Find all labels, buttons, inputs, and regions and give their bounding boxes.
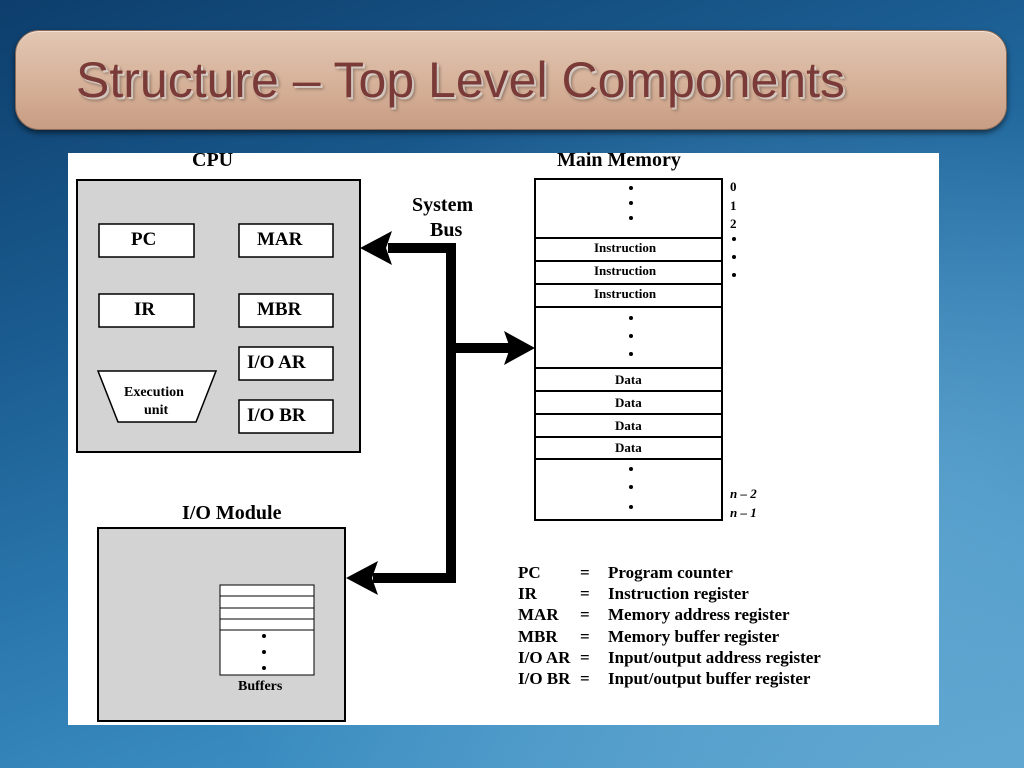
legend-abbr: I/O AR (518, 648, 571, 667)
io-ar-register-box (238, 346, 334, 381)
io-module-title: I/O Module (182, 502, 282, 524)
legend-abbr: MBR (518, 627, 558, 646)
system-bus-line (446, 243, 456, 583)
io-br-label: I/O BR (247, 405, 306, 426)
address-n-minus-1: n – 1 (730, 505, 757, 520)
instruction-cell-2: Instruction (594, 263, 657, 278)
execution-unit-label-line2: unit (144, 403, 169, 418)
legend-abbr: I/O BR (518, 669, 571, 688)
title-banner: Structure – Top Level Components (15, 30, 1007, 130)
io-ar-label: I/O AR (247, 352, 306, 373)
legend-description: Input/output address register (608, 648, 821, 667)
legend-abbr: PC (518, 563, 541, 582)
legend-description: Memory buffer register (608, 627, 780, 646)
address-1: 1 (730, 198, 737, 213)
mbr-register-box (238, 293, 334, 328)
pc-register-box (98, 223, 195, 258)
legend-equals: = (580, 669, 590, 688)
slide-title: Structure – Top Level Components (76, 52, 845, 108)
diagram-shapes (76, 178, 723, 722)
address-0: 0 (730, 179, 737, 194)
legend-equals: = (580, 605, 590, 624)
ir-register-box (98, 293, 195, 328)
ir-label: IR (134, 299, 156, 320)
execution-unit-shape (96, 370, 218, 423)
legend-abbr: MAR (518, 605, 559, 624)
memory-dots-bottom (629, 467, 633, 471)
system-bus-label-line1: System (412, 194, 474, 216)
legend-equals: = (580, 648, 590, 667)
mbr-label: MBR (257, 299, 302, 320)
bus-arrow-cpu (360, 231, 392, 265)
main-memory-box (534, 178, 723, 521)
legend-description: Program counter (608, 563, 733, 582)
legend-equals: = (580, 563, 590, 582)
data-cell-4: Data (615, 440, 642, 455)
mar-register-box (238, 223, 334, 258)
buffer-dots (262, 634, 266, 638)
address-2: 2 (730, 216, 737, 231)
legend-description: Memory address register (608, 605, 790, 624)
execution-unit-label-line1: Execution (124, 385, 184, 400)
legend-description: Instruction register (608, 584, 749, 603)
data-cell-1: Data (615, 372, 642, 387)
pc-label: PC (131, 229, 157, 250)
address-dots (732, 237, 736, 241)
cpu-title: CPU (192, 149, 234, 171)
legend-description: Input/output buffer register (608, 669, 811, 688)
data-cell-2: Data (615, 395, 642, 410)
bus-arrow-memory (504, 331, 535, 365)
instruction-cell-3: Instruction (594, 286, 657, 301)
io-br-register-box (238, 399, 334, 434)
main-memory-title: Main Memory (557, 149, 681, 171)
diagram-panel: CPU PC MAR IR MBR I/O AR I/O BR Executio… (68, 149, 939, 725)
legend-equals: = (580, 584, 590, 603)
address-n-minus-2: n – 2 (730, 486, 757, 501)
legend-equals: = (580, 627, 590, 646)
legend-abbr: IR (518, 584, 537, 603)
memory-dots-middle (629, 316, 633, 320)
memory-dots-top (629, 186, 633, 190)
buffers-label: Buffers (238, 679, 283, 694)
mar-label: MAR (257, 229, 303, 250)
bus-arrow-io (346, 561, 378, 595)
instruction-cell-1: Instruction (594, 240, 657, 255)
data-cell-3: Data (615, 418, 642, 433)
system-bus-label-line2: Bus (430, 219, 463, 241)
